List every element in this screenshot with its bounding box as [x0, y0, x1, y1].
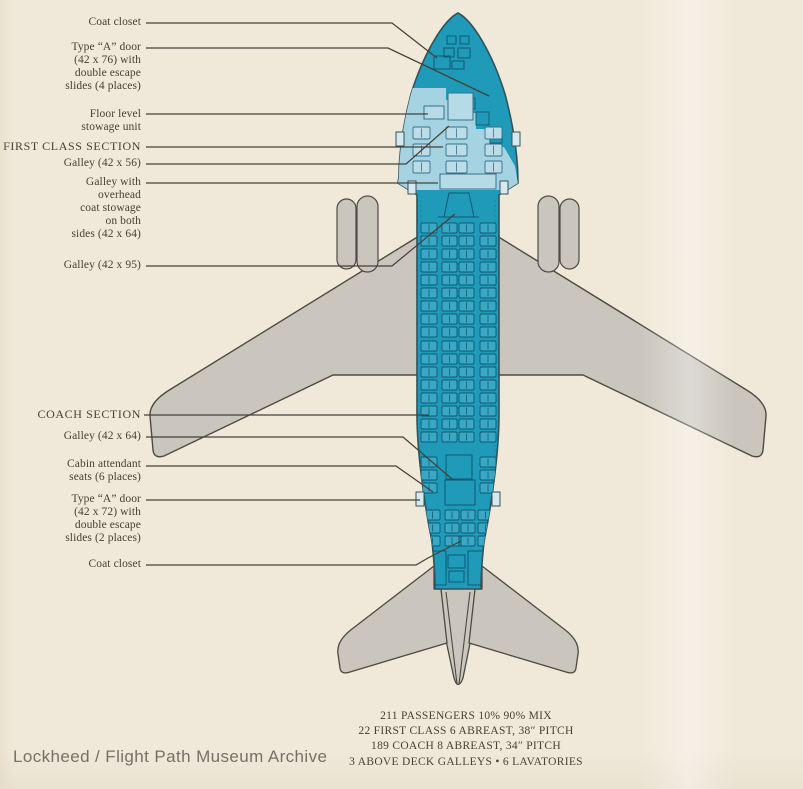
door-markers	[395, 131, 521, 507]
coat-closet-forward-box	[433, 55, 451, 70]
label-type-a-door-aft: Type “A” door (42 x 72) with double esca…	[65, 493, 141, 544]
right-stabilizer	[468, 565, 579, 674]
label-coach-section: COACH SECTION	[37, 407, 141, 421]
door-R2	[499, 180, 509, 195]
mid-galley-lower	[444, 479, 476, 506]
left-stabilizer	[337, 565, 448, 674]
label-type-a-door-forward: Type “A” door (42 x 76) with double esca…	[65, 41, 141, 92]
seat-section-coach-front	[420, 222, 497, 443]
leader-galley-42x64	[146, 436, 453, 480]
label-coat-closet-aft: Coat closet	[88, 558, 141, 570]
coach-galley-42x95	[438, 192, 479, 218]
seat-section-coach-rear	[424, 509, 494, 547]
door-R4	[491, 491, 501, 507]
right-wing	[496, 235, 767, 458]
tail-cone	[433, 583, 483, 686]
door-L2	[407, 180, 417, 195]
spec-coach: 189 COACH 8 ABREAST, 34″ PITCH	[371, 740, 561, 753]
seat-rows	[412, 126, 503, 547]
galley-overhead-stowage-box	[439, 173, 497, 190]
leader-coat-closet-aft	[146, 540, 462, 566]
door-L1	[395, 131, 405, 147]
label-floor-level-stowage: Floor level stowage unit	[81, 108, 141, 133]
door-R1	[511, 131, 521, 147]
leader-type-a-door-forward	[146, 47, 490, 97]
cockpit-furniture	[443, 35, 471, 70]
spec-galleys-lavatories: 3 ABOVE DECK GALLEYS • 6 LAVATORIES	[349, 755, 583, 768]
archive-watermark: Lockheed / Flight Path Museum Archive	[13, 747, 328, 766]
leader-lines	[144, 22, 490, 566]
label-first-class-section: FIRST CLASS SECTION	[3, 139, 141, 153]
label-cabin-attendant: Cabin attendant seats (6 places)	[67, 458, 141, 483]
tail-cone-centerlines	[445, 591, 471, 685]
leader-galley-42x95	[146, 213, 456, 267]
label-galley-42x56: Galley (42 x 56)	[63, 157, 141, 169]
label-coat-closet-forward: Coat closet	[88, 16, 141, 28]
floor-level-stowage-unit	[447, 92, 474, 121]
label-galley-42x95: Galley (42 x 95)	[63, 259, 141, 271]
label-galley-42x64: Galley (42 x 64)	[63, 430, 141, 442]
left-engine-nacelle	[336, 195, 379, 273]
aft-center-stowage	[447, 554, 466, 569]
seat-section-first-class	[412, 126, 503, 174]
mid-galley-upper	[445, 454, 473, 480]
left-wing	[149, 235, 420, 458]
forward-left-stowage	[423, 105, 445, 120]
spec-passengers: 211 PASSENGERS 10% 90% MIX	[380, 710, 552, 722]
cabin-interior	[398, 35, 518, 586]
leader-cabin-attendant	[146, 465, 434, 493]
label-galley-overhead: Galley with overhead coat stowage on bot…	[71, 176, 141, 240]
leader-galley-42x56	[146, 125, 450, 165]
specification-block: 211 PASSENGERS 10% 90% MIX 22 FIRST CLAS…	[318, 709, 614, 770]
leader-coat-closet-forward	[146, 22, 438, 59]
aft-coat-closet-box	[448, 570, 465, 583]
spec-first-class: 22 FIRST CLASS 6 ABREAST, 38″ PITCH	[358, 725, 574, 738]
seat-section-coach-mid-sides	[420, 456, 497, 494]
door-L4	[415, 491, 425, 507]
right-engine-nacelle	[537, 195, 580, 273]
